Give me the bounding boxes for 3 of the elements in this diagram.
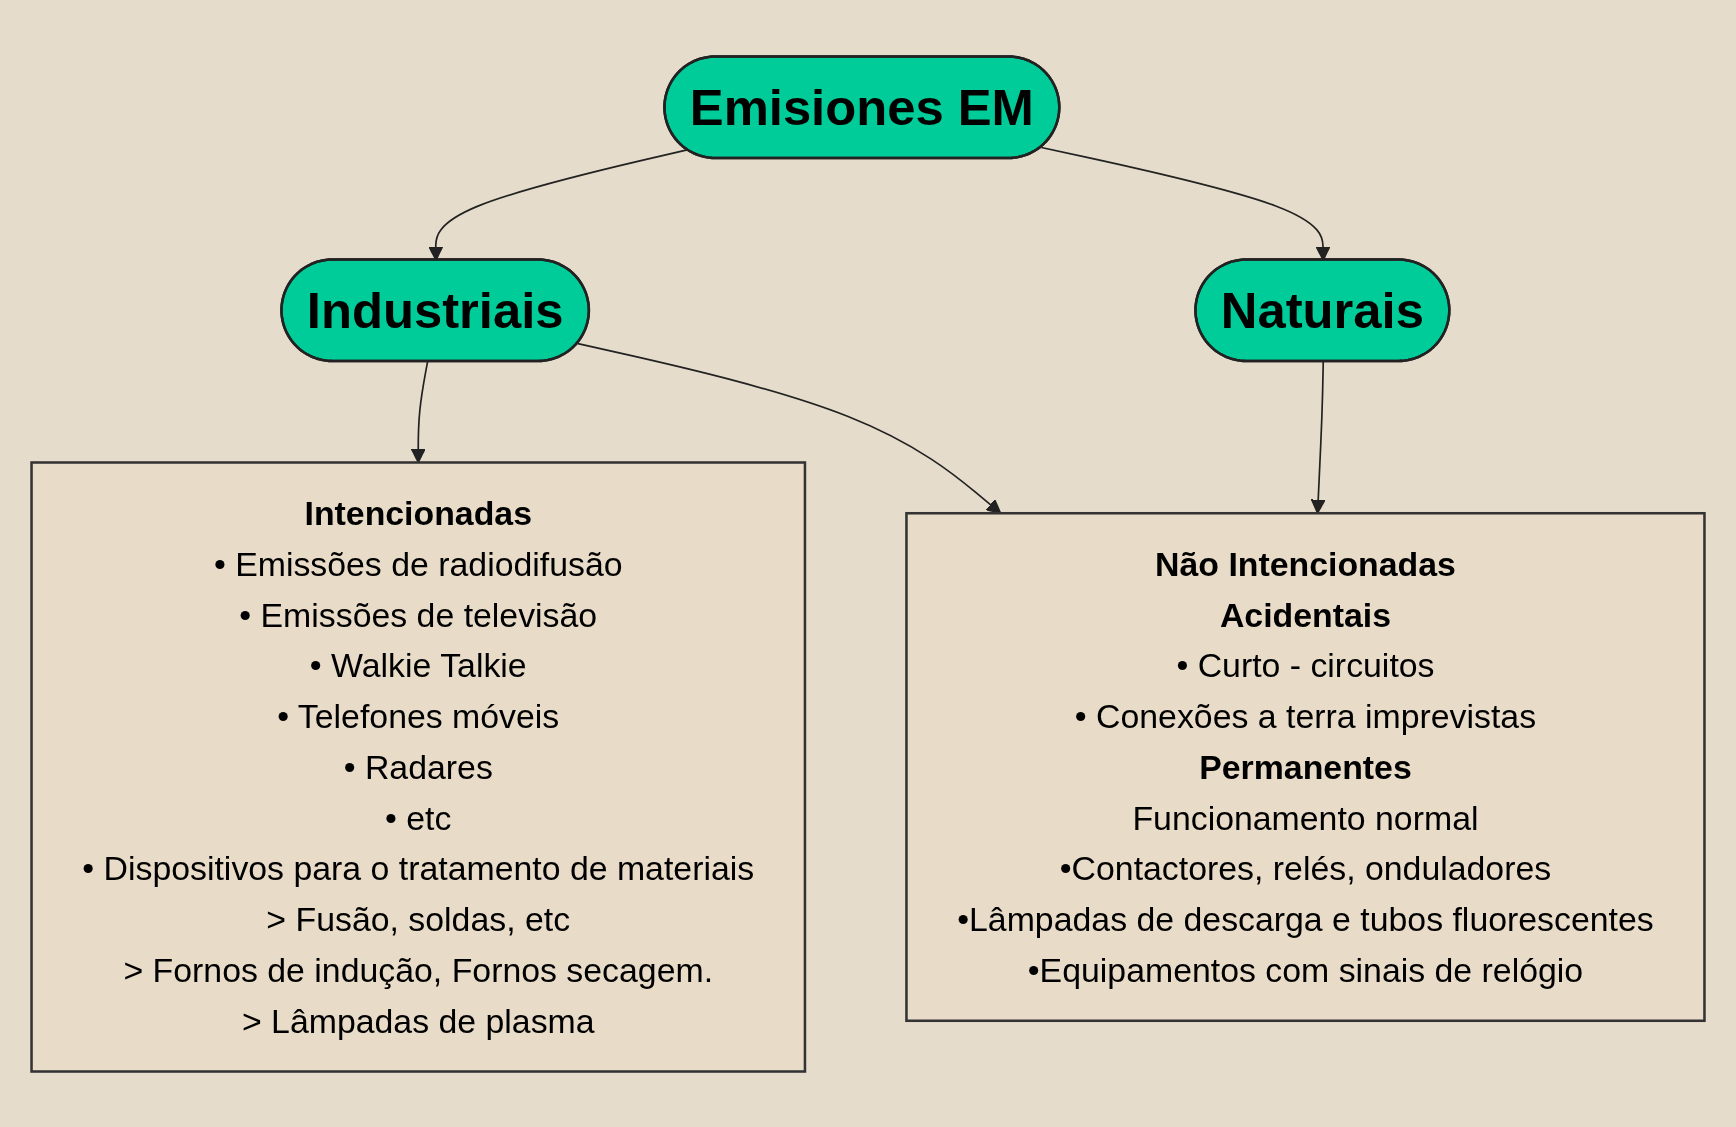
arrow — [410, 360, 429, 463]
node-box: Não Intencionadas Acidentais • Curto - circuitos • Conexões a terra imprevistas Permanentes Funcionamento normal •Contactores, relés, onduladores •Lâmpadas de descarga e tubos fluorescentes •Equipamentos com sinais de relógio — [905, 511, 1706, 1022]
node-box: Intencionadas • Emissões de radiodifusão • Emissões de televisão • Walkie Talkie • Telefones móveis • Radares • etc • Dispositivos para o tratamento de materiais > Fusão, soldas, etc > Fornos de indução, Fornos secagem. > Lâmpadas de plasma — [30, 460, 807, 1073]
